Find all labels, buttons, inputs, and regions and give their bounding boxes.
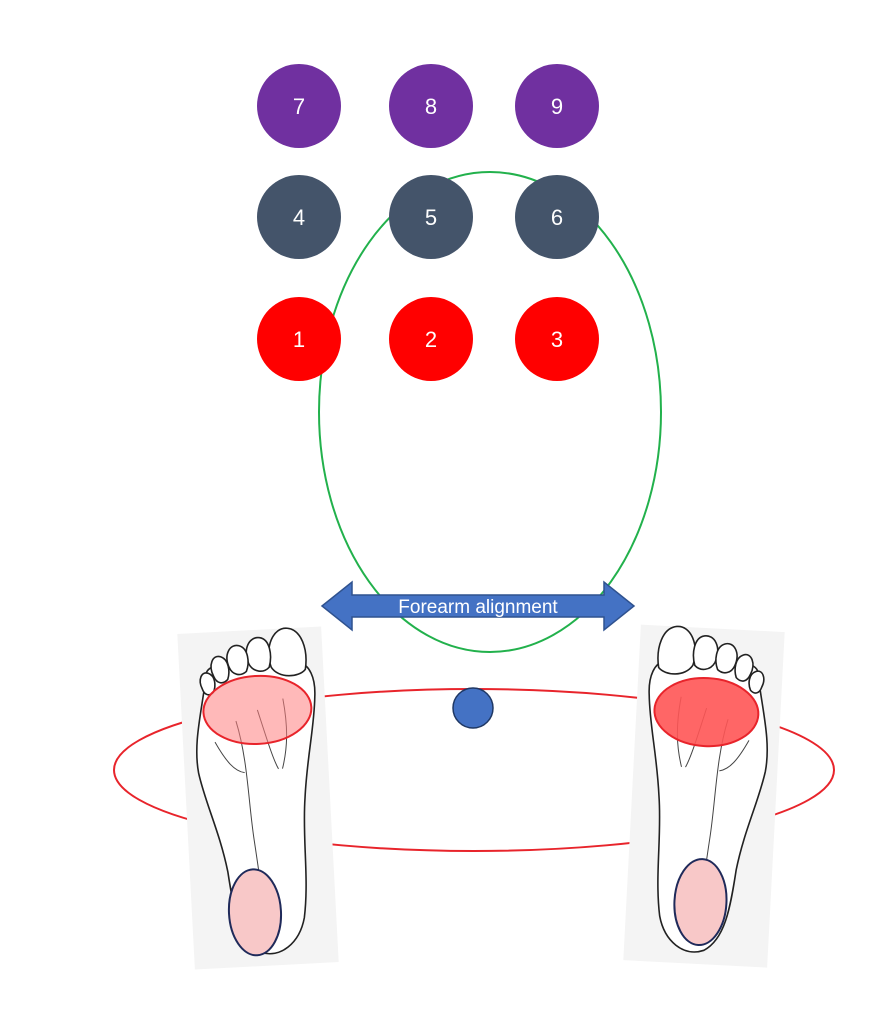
grid-circle-6[interactable]: 6 [515, 175, 599, 259]
target-zone-ellipse [318, 171, 662, 653]
grid-label: 1 [293, 327, 305, 352]
grid-label: 4 [293, 205, 305, 230]
grid-label: 3 [551, 327, 563, 352]
left-foot-sole-icon [177, 626, 339, 970]
forearm-alignment-label: Forearm alignment [398, 597, 558, 618]
grid-circle-9[interactable]: 9 [515, 64, 599, 148]
center-dot [452, 687, 494, 729]
grid-circle-4[interactable]: 4 [257, 175, 341, 259]
forefoot-pressure-zone [202, 674, 313, 745]
grid-circle-5[interactable]: 5 [389, 175, 473, 259]
grid-circle-7[interactable]: 7 [257, 64, 341, 148]
grid-circle-3[interactable]: 3 [515, 297, 599, 381]
grid-label: 7 [293, 94, 305, 119]
grid-circle-8[interactable]: 8 [389, 64, 473, 148]
grid-label: 5 [425, 205, 437, 230]
grid-circle-1[interactable]: 1 [257, 297, 341, 381]
heel-pressure-zone [227, 868, 283, 957]
forefoot-pressure-zone [653, 677, 760, 748]
grid-label: 8 [425, 94, 437, 119]
heel-pressure-zone [673, 858, 728, 947]
grid-label: 9 [551, 94, 563, 119]
forearm-alignment-arrow: Forearm alignment [320, 580, 636, 632]
grid-label: 2 [425, 327, 437, 352]
grid-label: 6 [551, 205, 563, 230]
target-grid: 7 8 9 4 5 6 1 2 [257, 64, 599, 381]
grid-circle-2[interactable]: 2 [389, 297, 473, 381]
right-foot-sole-icon [623, 624, 785, 968]
